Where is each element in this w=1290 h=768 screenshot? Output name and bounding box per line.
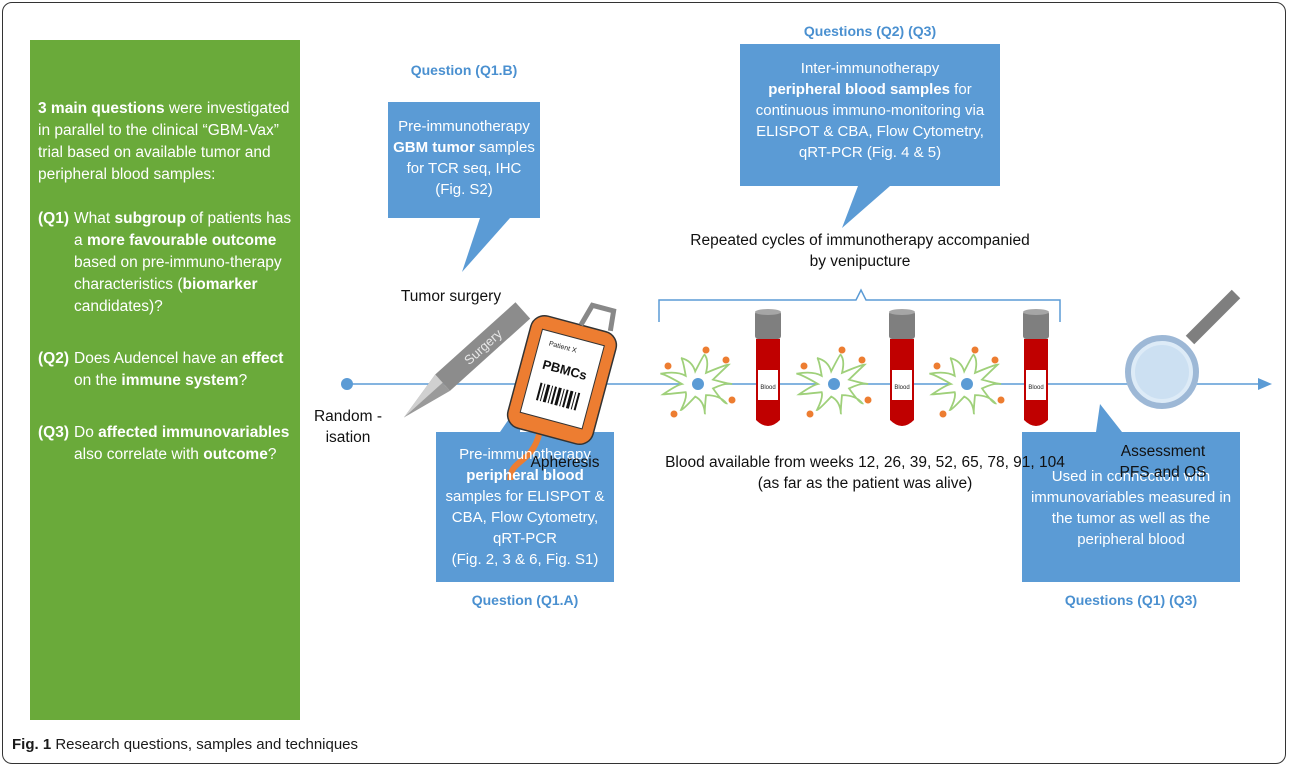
blood-tube-icon: Blood [1023, 309, 1049, 426]
timeline-arrowhead [1258, 378, 1272, 390]
apheresis-label: Apheresis [530, 454, 600, 471]
intro-text: 3 main questions were investigated in pa… [38, 100, 290, 183]
callout-q1a-box [436, 400, 614, 582]
repeated-cycles-text: Repeated cycles of immunotherapy accompa… [690, 232, 1030, 270]
callout-q1a-text: Pre-immunotherapy peripheral blood sampl… [445, 446, 605, 568]
callout-q1q3-text: Used in connection with immunovariables … [1030, 468, 1232, 548]
research-questions-panel: 3 main questions were investigated in pa… [30, 40, 300, 720]
magnifying-glass-icon [1125, 289, 1241, 409]
dendritic-cell-icon [796, 346, 872, 418]
figure-caption: Fig. 1 Research questions, samples and t… [12, 736, 359, 753]
blood-tube-icon: Blood [889, 309, 915, 426]
tube-label: Blood [1028, 385, 1043, 391]
apheresis-bag-icon: Patient X PBMCs [506, 302, 618, 481]
randomisation-label: Random -isation [313, 408, 383, 446]
question-q2: (Q2) Does Audencel have an effect on the… [38, 350, 284, 389]
callout-q2q3-text: Inter-immunotherapy peripheral blood sam… [755, 60, 985, 161]
questions-q2q3-label: Questions (Q2) (Q3) [803, 23, 937, 39]
callout-q2q3-box [740, 44, 1000, 228]
question-q1b-label: Question (Q1.B) [410, 62, 518, 78]
callout-q1q3-box [1022, 404, 1240, 582]
blood-tube-icon: Blood [755, 309, 781, 426]
tumor-surgery-label: Tumor surgery [400, 288, 502, 305]
dendritic-cell-icon [929, 346, 1005, 418]
barcode [535, 382, 581, 411]
questions-q1q3-label: Questions (Q1) (Q3) [1064, 592, 1198, 608]
tube-label: Blood [760, 385, 775, 391]
blood-weeks-label: Blood available from weeks 12, 26, 39, 5… [665, 454, 1065, 492]
dendritic-cell-icon [660, 346, 736, 418]
question-q3: (Q3) Do affected immunovariables also co… [38, 424, 290, 463]
cycles-brace [658, 288, 1061, 322]
question-q1a-label: Question (Q1.A) [471, 592, 579, 608]
assessment-label: Assessment PFS and OS [1119, 443, 1207, 481]
question-q1: (Q1) What subgroup of patients has a mor… [38, 210, 292, 315]
tube-label: Blood [894, 385, 909, 391]
randomisation-dot [341, 378, 353, 390]
callout-q1b-text: Pre-immunotherapy GBM tumor samples for … [393, 118, 535, 198]
callout-q1b-box [388, 102, 540, 272]
